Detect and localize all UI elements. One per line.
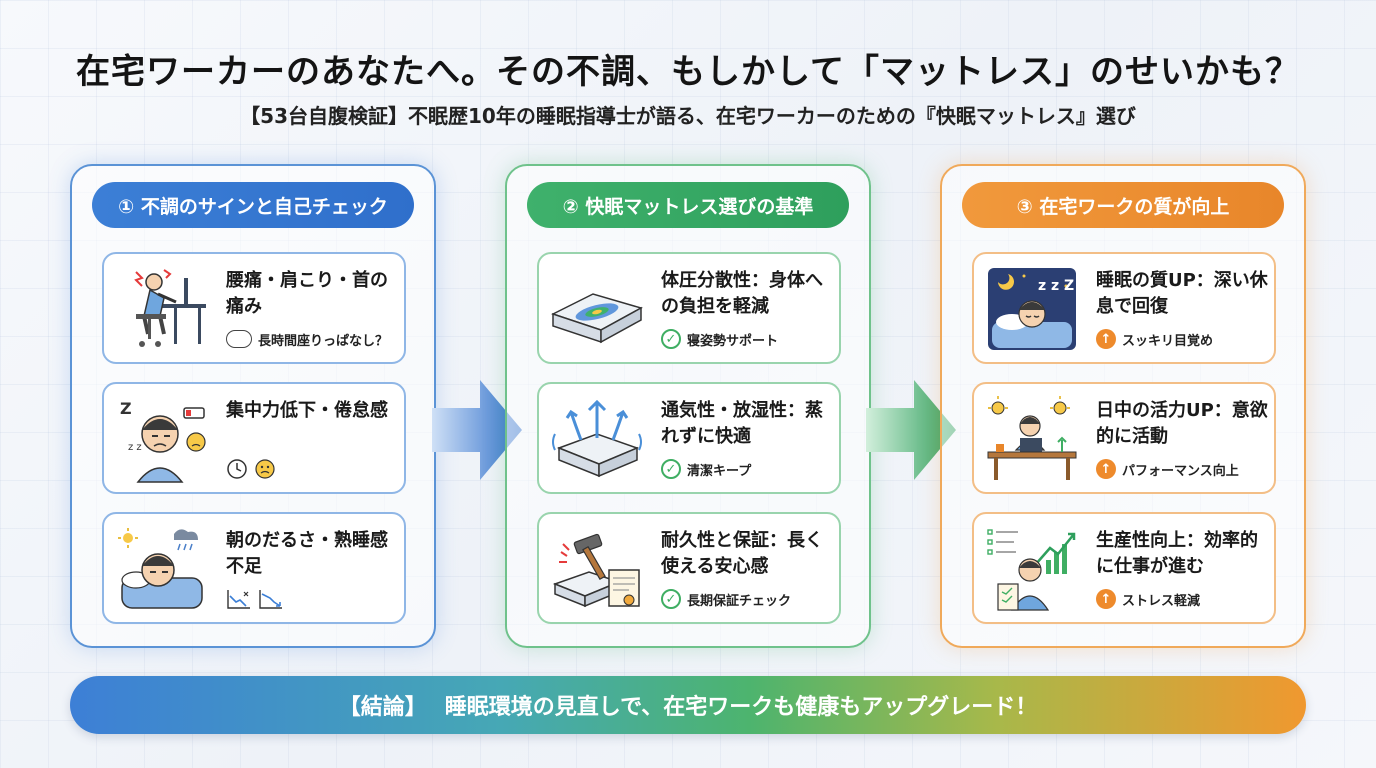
svg-text:z z Z: z z Z xyxy=(1038,278,1074,294)
card-sleep-quality: z z Z 睡眠の質UP：深い休息で回復 ↑ スッキリ目覚め xyxy=(972,252,1276,364)
check-icon: ✓ xyxy=(661,329,681,349)
conclusion-tag: 【結論】 xyxy=(338,695,427,720)
card-note: ✓ 長期保証チェック xyxy=(661,588,791,610)
panel-header-criteria: ② 快眠マットレス選びの基準 xyxy=(527,182,849,228)
up-arrow-icon: ↑ xyxy=(1096,329,1116,349)
card-note: ↑ パフォーマンス向上 xyxy=(1096,458,1239,480)
card-title: 耐久性と保証：長く使える安心感 xyxy=(661,530,823,577)
panel-header-symptoms: ① 不調のサインと自己チェック xyxy=(92,182,414,228)
card-pressure-distribution: 体圧分散性：身体への負担を軽減 ✓ 寝姿勢サポート xyxy=(537,252,841,364)
card-note: ✓ 清潔キープ xyxy=(661,458,751,480)
card-note-text: ストレス軽減 xyxy=(1122,593,1201,609)
card-title: 睡眠の質UP：深い休息で回復 xyxy=(1096,270,1268,317)
card-note: 長時間座りっぱなし？ xyxy=(226,328,388,350)
card-icons xyxy=(226,588,284,610)
panel-improvements: ③ 在宅ワークの質が向上 z z Z 睡眠の質UP：深い休息で回復 ↑ スッキリ… xyxy=(940,164,1306,648)
productivity-chart-icon xyxy=(984,524,1080,614)
card-energy: 日中の活力UP：意欲的に活動 ↑ パフォーマンス向上 xyxy=(972,382,1276,494)
tired-person-icon: Z z z xyxy=(114,394,210,484)
card-morning-fatigue: 朝のだるさ・熟睡感不足 xyxy=(102,512,406,624)
card-title: 腰痛・肩こり・首の痛み xyxy=(226,270,388,317)
flow-arrow-icon xyxy=(432,380,522,480)
card-note-text: パフォーマンス向上 xyxy=(1122,463,1239,479)
card-note: ✓ 寝姿勢サポート xyxy=(661,328,778,350)
card-title: 生産性向上：効率的に仕事が進む xyxy=(1096,530,1258,577)
pressure-mattress-icon xyxy=(549,264,645,354)
panel-symptoms: ① 不調のサインと自己チェック 腰痛・肩こり・首の痛み 長時間座り xyxy=(70,164,436,648)
card-breathability: 通気性・放湿性：蒸れずに快適 ✓ 清潔キープ xyxy=(537,382,841,494)
card-note-text: スッキリ目覚め xyxy=(1122,333,1214,349)
declining-graph-icon xyxy=(227,590,250,609)
active-worker-icon xyxy=(984,394,1080,484)
card-fatigue: Z z z 集中力低下・倦怠感 xyxy=(102,382,406,494)
breathable-mattress-icon xyxy=(549,394,645,484)
check-icon: ✓ xyxy=(661,459,681,479)
svg-text:Z: Z xyxy=(120,399,132,418)
up-arrow-icon: ↑ xyxy=(1096,459,1116,479)
svg-text:z z: z z xyxy=(128,442,142,453)
downward-trend-icon xyxy=(259,590,282,609)
card-note: ↑ ストレス軽減 xyxy=(1096,588,1200,610)
flow-arrow-icon xyxy=(866,380,956,480)
confused-face-icon xyxy=(255,459,275,479)
card-productivity: 生産性向上：効率的に仕事が進む ↑ ストレス軽減 xyxy=(972,512,1276,624)
hammer-certificate-icon xyxy=(549,524,645,614)
card-title: 朝のだるさ・熟睡感不足 xyxy=(226,530,388,577)
card-durability: 耐久性と保証：長く使える安心感 ✓ 長期保証チェック xyxy=(537,512,841,624)
card-note-text: 寝姿勢サポート xyxy=(687,333,779,349)
page-subtitle: 【53台自腹検証】不眠歴10年の睡眠指導士が語る、在宅ワーカーのための『快眠マッ… xyxy=(240,104,1136,128)
card-icons xyxy=(226,458,276,480)
conclusion-text: 睡眠環境の見直しで、在宅ワークも健康もアップグレード！ xyxy=(444,695,1038,720)
conclusion-banner: 【結論】 睡眠環境の見直しで、在宅ワークも健康もアップグレード！ xyxy=(70,676,1306,734)
panel-criteria: ② 快眠マットレス選びの基準 体圧分散性：身体への負担を軽減 ✓ 寝姿勢サポート xyxy=(505,164,871,648)
up-arrow-icon: ↑ xyxy=(1096,589,1116,609)
card-note-text: 長期保証チェック xyxy=(687,593,792,609)
check-icon: ✓ xyxy=(661,589,681,609)
page-title: 在宅ワーカーのあなたへ。その不調、もしかして「マットレス」のせいかも？ xyxy=(76,52,1300,92)
panel-header-improvements: ③ 在宅ワークの質が向上 xyxy=(962,182,1284,228)
card-note-text: 長時間座りっぱなし？ xyxy=(258,333,389,349)
card-back-pain: 腰痛・肩こり・首の痛み 長時間座りっぱなし？ xyxy=(102,252,406,364)
card-title: 通気性・放湿性：蒸れずに快適 xyxy=(661,400,823,447)
card-title: 日中の活力UP：意欲的に活動 xyxy=(1096,400,1268,447)
deep-sleep-icon: z z Z xyxy=(984,264,1080,354)
thought-bubble-icon xyxy=(226,330,252,348)
card-note-text: 清潔キープ xyxy=(687,463,752,479)
clock-icon xyxy=(227,459,247,479)
card-title: 体圧分散性：身体への負担を軽減 xyxy=(661,270,823,317)
desk-worker-pain-icon xyxy=(114,264,210,354)
card-note: ↑ スッキリ目覚め xyxy=(1096,328,1213,350)
card-title: 集中力低下・倦怠感 xyxy=(226,400,388,421)
poor-sleep-icon xyxy=(114,524,210,614)
